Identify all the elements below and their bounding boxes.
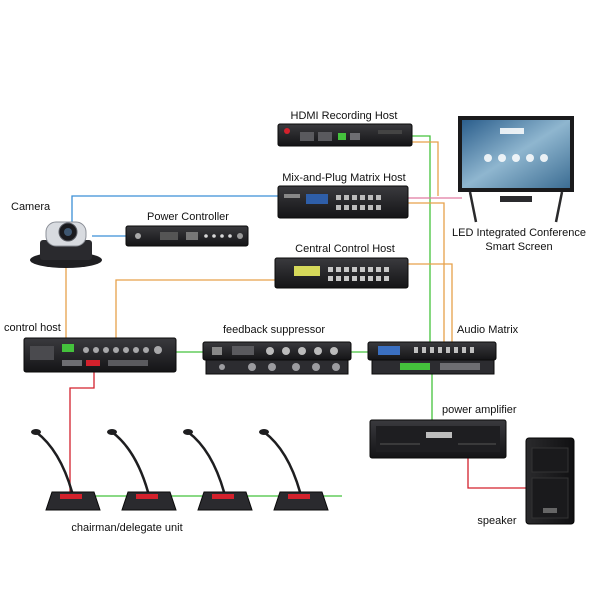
label-power-amplifier: power amplifier [442,404,517,416]
link-camera-to-matrix-host [71,195,278,226]
audio-matrix [367,341,497,375]
label-hdmi-recording-host: HDMI Recording Host [291,110,398,122]
control-host [23,337,177,373]
label-control-host: control host [4,322,61,334]
link-central-control-to-control-host [115,279,275,342]
label-speaker: speaker [477,515,516,527]
conference-unit-3 [183,429,253,511]
label-central-control-host: Central Control Host [295,243,395,255]
label-feedback-suppressor: feedback suppressor [223,324,325,336]
camera [30,221,102,268]
feedback-suppressor [202,341,352,375]
central-control-host [274,257,409,289]
label-camera: Camera [11,201,51,213]
link-recording-to-audio-matrix [410,135,431,344]
link-amplifier-to-speaker [467,458,526,489]
conference-unit-1 [31,429,101,511]
speaker [525,437,575,525]
label-mix-and-plug-matrix-host: Mix-and-Plug Matrix Host [282,172,405,184]
link-matrix-host-to-audio-matrix [408,202,445,344]
link-control-host-to-units [69,371,95,494]
link-recording-to-matrix-host [406,141,439,196]
led-smart-screen [458,116,574,223]
label-audio-matrix: Audio Matrix [457,324,519,336]
mix-and-plug-matrix-host [277,185,409,219]
hdmi-recording-host [277,123,413,147]
link-central-control-to-audio-matrix [408,263,453,344]
power-amplifier [369,419,507,459]
label-chairman-delegate-unit: chairman/delegate unit [71,522,182,534]
power-controller [125,225,249,247]
label-led-screen-line1: LED Integrated Conference [452,227,586,239]
conference-unit-4 [259,429,329,511]
conference-unit-2 [107,429,177,511]
label-power-controller: Power Controller [147,211,229,223]
label-led-screen-line2: Smart Screen [485,241,552,253]
